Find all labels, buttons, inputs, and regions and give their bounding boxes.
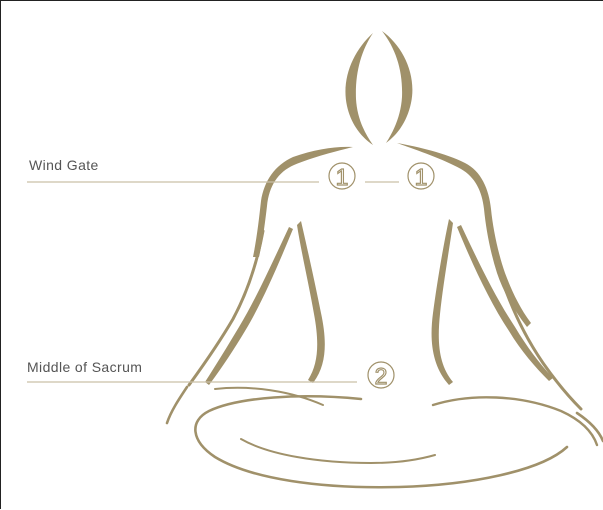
point-markers: 1 1 2 [329, 163, 434, 389]
head-left-stroke [345, 33, 373, 145]
right-inner-torso [432, 219, 453, 385]
lap-ellipse [195, 396, 567, 487]
point-marker-left-shoulder: 1 [329, 163, 355, 190]
figure-head [345, 31, 412, 145]
right-knee-outer [577, 413, 603, 441]
label-wind-gate: Wind Gate [29, 157, 99, 173]
point-marker-right-shoulder: 1 [408, 163, 434, 190]
head-right-stroke [382, 31, 412, 143]
left-knee-outer [167, 387, 187, 423]
lap-inner-curve [241, 439, 435, 463]
right-upper-arm [495, 257, 581, 409]
point-number-left-shoulder: 1 [336, 164, 349, 190]
point-number-right-shoulder: 1 [415, 164, 428, 190]
figure-legs [167, 387, 603, 487]
left-forearm [205, 227, 293, 385]
label-middle-of-sacrum: Middle of Sacrum [27, 359, 142, 375]
right-thigh-top [433, 397, 597, 445]
point-marker-sacrum: 2 [368, 362, 394, 389]
left-inner-torso [297, 221, 325, 383]
point-number-sacrum: 2 [375, 363, 388, 389]
